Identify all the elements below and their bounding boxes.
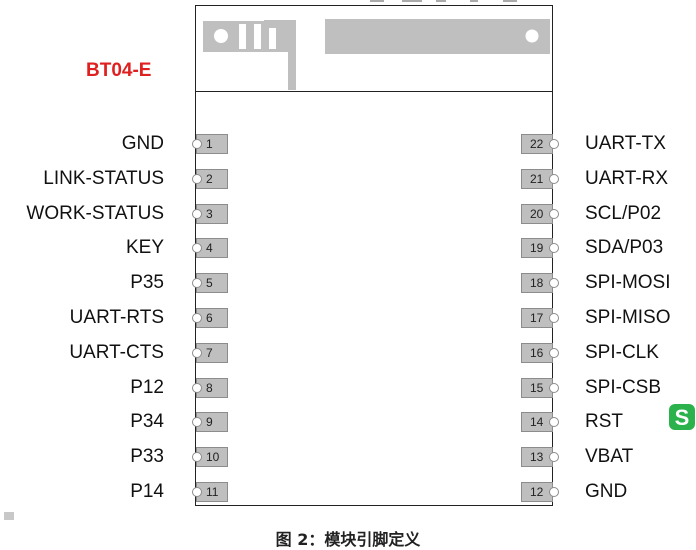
pin-label: KEY bbox=[125, 237, 164, 259]
pin-number: 7 bbox=[206, 345, 213, 360]
antenna-trace-icon bbox=[203, 19, 550, 90]
pin-label: P35 bbox=[130, 272, 164, 294]
pin-label: SPI-MOSI bbox=[585, 272, 671, 294]
module-outline bbox=[195, 5, 553, 506]
pin-label: UART-RX bbox=[585, 167, 669, 189]
pin-notch bbox=[549, 313, 559, 323]
pin-number: 16 bbox=[530, 345, 544, 360]
pin-number: 8 bbox=[206, 380, 213, 395]
top-artifact bbox=[470, 0, 478, 2]
figure-caption: 图 2：模块引脚定义 bbox=[275, 530, 421, 549]
pin-number: 6 bbox=[206, 311, 213, 325]
pin-label: SDA/P03 bbox=[585, 237, 664, 259]
pin-notch bbox=[192, 382, 202, 393]
pin-number: 11 bbox=[206, 485, 219, 499]
pin-label: SPI-MISO bbox=[585, 307, 671, 328]
pin-notch bbox=[549, 173, 559, 184]
pin-label: UART-TX bbox=[585, 133, 666, 154]
module-name-label: BT04-E bbox=[86, 60, 152, 81]
pin-notch bbox=[192, 278, 202, 289]
pin-label: VBAT bbox=[585, 446, 634, 468]
pin-notch bbox=[549, 452, 559, 463]
pin-number: 20 bbox=[530, 206, 544, 221]
pin-label: SPI-CLK bbox=[585, 341, 659, 363]
pin-label: GND bbox=[121, 133, 164, 154]
pin-number: 9 bbox=[206, 415, 213, 430]
pin-notch bbox=[549, 347, 559, 358]
pin-notch bbox=[192, 208, 202, 219]
pin-notch bbox=[192, 452, 202, 463]
pin-notch bbox=[549, 487, 559, 497]
pin-label: WORK-STATUS bbox=[26, 202, 164, 224]
sogou-s-logo-icon: S bbox=[669, 404, 695, 430]
pin-notch bbox=[549, 208, 559, 219]
pin-notch bbox=[549, 139, 559, 149]
pin-label: P12 bbox=[130, 376, 164, 398]
svg-text:S: S bbox=[675, 405, 690, 430]
pin-label: UART-CTS bbox=[69, 341, 164, 363]
pin-number: 22 bbox=[530, 137, 544, 151]
pin-label: P34 bbox=[130, 411, 164, 433]
pin-number: 5 bbox=[206, 276, 213, 291]
pin-number: 10 bbox=[206, 450, 220, 465]
pin-number: 12 bbox=[530, 485, 544, 499]
pin-number: 15 bbox=[530, 380, 544, 395]
pin-label: SPI-CSB bbox=[585, 376, 662, 398]
top-artifact bbox=[503, 0, 517, 2]
pin-number: 2 bbox=[206, 171, 213, 186]
pin-number: 19 bbox=[530, 241, 544, 256]
pin-number: 3 bbox=[206, 206, 213, 221]
pin-notch bbox=[192, 139, 202, 149]
scan-mark bbox=[4, 512, 14, 520]
pin-notch bbox=[549, 243, 559, 254]
pin-label: GND bbox=[585, 481, 628, 502]
pin-notch bbox=[192, 313, 202, 323]
pin-label: UART-RTS bbox=[69, 307, 164, 328]
top-artifact bbox=[370, 0, 384, 2]
pin-notch bbox=[549, 417, 559, 428]
pin-label: LINK-STATUS bbox=[43, 167, 164, 189]
pin-number: 18 bbox=[530, 276, 544, 291]
pin-number: 21 bbox=[530, 171, 544, 186]
pin-notch bbox=[192, 347, 202, 358]
pin-notch bbox=[192, 417, 202, 428]
pin-label: P33 bbox=[130, 446, 164, 468]
pin-notch bbox=[192, 243, 202, 254]
pin-notch bbox=[549, 382, 559, 393]
pin-label: P14 bbox=[130, 481, 164, 502]
pin-label: SCL/P02 bbox=[585, 202, 662, 224]
pin-number: 1 bbox=[206, 137, 213, 151]
pin-notch bbox=[549, 278, 559, 289]
pin-label: RST bbox=[585, 411, 623, 433]
pin-notch bbox=[192, 173, 202, 184]
pin-number: 17 bbox=[530, 311, 544, 325]
antenna-zone bbox=[196, 6, 552, 92]
top-artifact bbox=[402, 0, 422, 2]
pin-notch bbox=[192, 487, 202, 497]
top-artifact bbox=[436, 0, 446, 2]
pin-number: 4 bbox=[206, 241, 213, 256]
pin-number: 14 bbox=[530, 415, 544, 430]
pin-number: 13 bbox=[530, 450, 544, 465]
